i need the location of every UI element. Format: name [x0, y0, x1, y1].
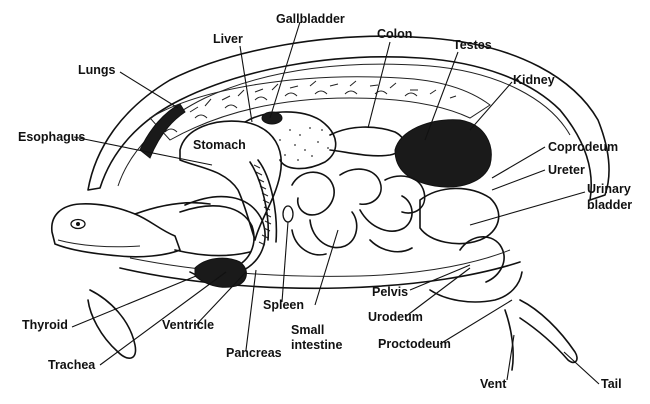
trachea-tube	[179, 205, 255, 269]
label-small-line1: Small	[291, 323, 325, 337]
leader-lines	[71, 21, 600, 385]
label-colon: Colon	[377, 27, 413, 41]
label-small-line2: intestine	[291, 338, 343, 352]
liver-stipple	[279, 127, 329, 161]
colon-outline	[329, 126, 405, 157]
label-urinary-line2: bladder	[587, 198, 633, 212]
label-lungs: Lungs	[78, 63, 116, 77]
jaw-line	[57, 239, 141, 248]
label-esophagus: Esophagus	[18, 130, 86, 144]
label-trachea: Trachea	[48, 358, 96, 372]
head-outline	[51, 203, 181, 258]
label-spleen: Spleen	[263, 298, 304, 312]
label-gallbladder: Gallbladder	[276, 12, 345, 26]
eye	[70, 218, 86, 230]
label-pancreas: Pancreas	[226, 346, 282, 360]
neck-outline	[134, 201, 251, 257]
label-urodeum: Urodeum	[368, 310, 423, 324]
gallbladder	[261, 111, 283, 125]
label-urinary-line1: Urinary	[587, 182, 631, 196]
label-tail: Tail	[601, 377, 622, 391]
plastron-inner	[129, 249, 511, 277]
label-proctodeum: Proctodeum	[378, 337, 451, 351]
carapace-outline	[87, 35, 610, 201]
lung-tissue	[149, 76, 491, 141]
heart-region	[194, 257, 247, 288]
label-liver: Liver	[213, 32, 243, 46]
label-thyroid: Thyroid	[22, 318, 68, 332]
label-stomach: Stomach	[193, 138, 246, 152]
small-intestine	[291, 168, 426, 256]
hind-leg	[429, 271, 523, 303]
label-kidney: Kidney	[513, 73, 555, 87]
label-coprodeum: Coprodeum	[548, 140, 619, 154]
lung-dark-region	[139, 103, 186, 159]
label-ventricle: Ventricle	[162, 318, 215, 332]
carapace-inner-line	[117, 63, 571, 187]
label-vent: Vent	[480, 377, 507, 391]
label-testes: Testes	[453, 38, 492, 52]
urinary-bladder	[419, 187, 500, 245]
label-ureter: Ureter	[548, 163, 585, 177]
tail	[519, 299, 578, 364]
label-pelvis: Pelvis	[372, 285, 409, 299]
stomach-outline	[179, 120, 282, 241]
vent-region	[504, 309, 514, 371]
front-flipper	[87, 289, 137, 359]
pelvis-outline	[459, 236, 505, 283]
plastron-outline	[119, 261, 521, 290]
spleen	[282, 205, 294, 223]
